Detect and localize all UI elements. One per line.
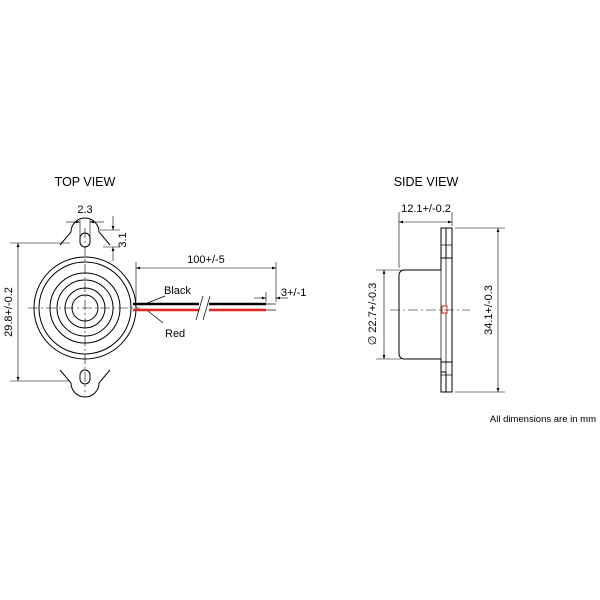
side-overall-height-dimension: 34.1+/-0.3: [483, 285, 495, 335]
mounting-flange-outline: [59, 217, 111, 398]
side-depth-dimension: 12.1+/-0.2: [401, 203, 451, 215]
wire-break-mark: [195, 295, 204, 321]
top-view: TOP VIEW 2.3 3.1: [3, 175, 306, 398]
lug-edge-dimension: 3.1: [117, 232, 129, 247]
wire-length-dimension: 100+/-5: [187, 254, 225, 266]
lower-lug-side: [440, 361, 453, 393]
red-wire-label: Red: [165, 328, 185, 340]
strip-length-dimension: 3+/-1: [281, 287, 306, 299]
lug-hole-dimension: 2.3: [77, 204, 92, 216]
top-overall-height-dimension: 29.8+/-0.2: [3, 287, 15, 337]
side-diameter-dimension: ∅ 22.7+/-0.3: [367, 283, 379, 345]
units-note: All dimensions are in mm: [490, 414, 596, 425]
side-view: SIDE VIEW 12.1+/-0.2 ∅ 22.7+/-0.3 34.1+/…: [367, 175, 505, 393]
upper-lug-side: [440, 227, 453, 259]
buzzer-body-side: [398, 227, 453, 393]
side-view-title: SIDE VIEW: [394, 175, 459, 189]
lead-wires: [133, 295, 276, 321]
wire-exit-marker: [441, 305, 448, 314]
black-wire-label: Black: [164, 285, 191, 297]
top-view-title: TOP VIEW: [55, 175, 116, 189]
lower-mount-slot: [79, 369, 91, 385]
